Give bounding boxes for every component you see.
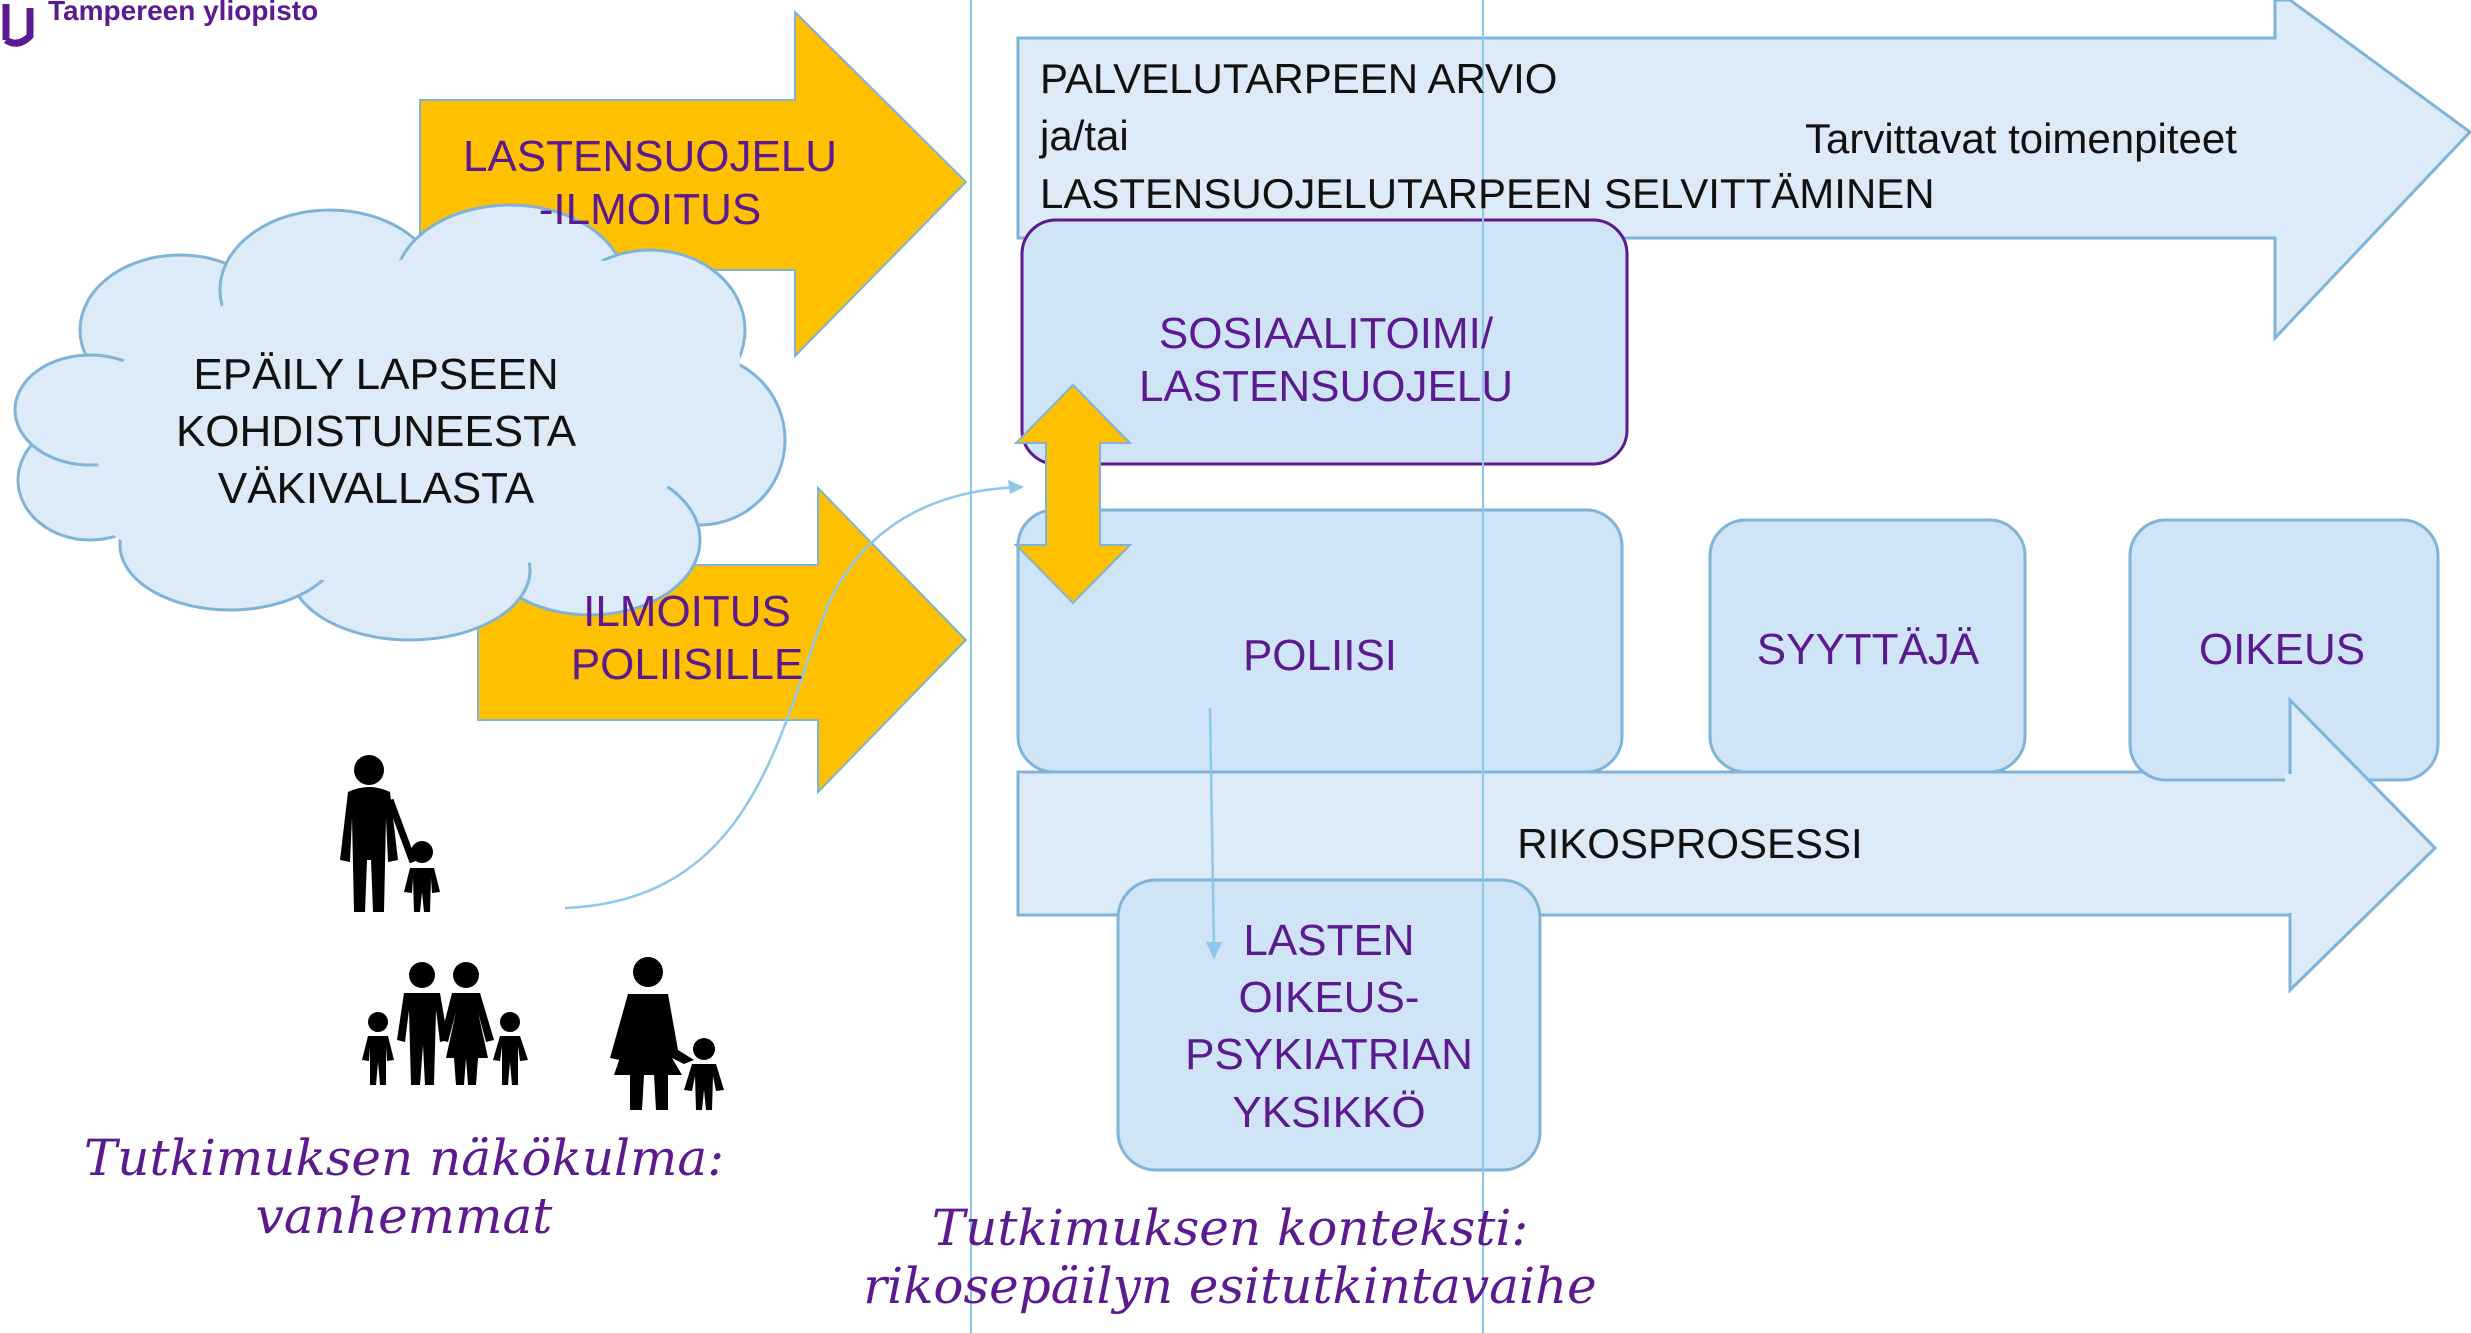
- prosecutor-box: [1708, 518, 2027, 774]
- court-box: [2128, 518, 2440, 782]
- social-services-box: [1020, 218, 1629, 466]
- double-arrow-icon: [1013, 383, 1133, 605]
- suspicion-text: EPÄILY LAPSEEN KOHDISTUNEESTA VÄKIVALLAS…: [175, 350, 577, 514]
- police-notice-label: ILMOITUS POLIISILLE: [570, 587, 804, 689]
- police-to-unit-connector: [1208, 707, 1216, 951]
- suspicion-cloud: [13, 203, 787, 642]
- criminal-process-label: RIKOSPROSESSI: [1517, 820, 1863, 867]
- child-psychiatry-unit-label: LASTEN OIKEUS- PSYKIATRIAN YKSIKKÖ: [1185, 916, 1473, 1137]
- police-box: [1016, 508, 1624, 774]
- child-psychiatry-unit-box: [1116, 878, 1542, 1172]
- service-need-line1: PALVELUTARPEEN ARVIO: [1040, 55, 1558, 102]
- father-child-icon: [340, 755, 440, 912]
- police-notice-arrow: [477, 485, 968, 795]
- service-need-line2: ja/tai: [1040, 112, 1129, 159]
- logo-text: Tampereen yliopisto: [48, 0, 319, 26]
- social-services-label: SOSIAALITOIMI/ LASTENSUOJELU: [1138, 309, 1514, 411]
- parents-connector: [564, 485, 1021, 910]
- prosecutor-label: SYYTTÄJÄ: [1756, 625, 1980, 674]
- court-label: OIKEUS: [2198, 625, 2366, 674]
- child-protection-notice-label: LASTENSUOJELU -ILMOITUS: [462, 132, 838, 234]
- perspective-annotation: Tutkimuksen näkökulma: vanhemmat: [83, 1129, 725, 1245]
- police-label: POLIISI: [1242, 631, 1398, 680]
- context-annotation: Tutkimuksen konteksti: rikosepäilyn esit…: [863, 1199, 1597, 1315]
- family-icon: [362, 962, 528, 1085]
- mother-child-icon: [610, 957, 724, 1110]
- logo-mark-icon: [2, 4, 34, 47]
- service-need-line3: LASTENSUOJELUTARPEEN SELVITTÄMINEN: [1040, 170, 1935, 217]
- measures-label: Tarvittavat toimenpiteet: [1805, 115, 2237, 162]
